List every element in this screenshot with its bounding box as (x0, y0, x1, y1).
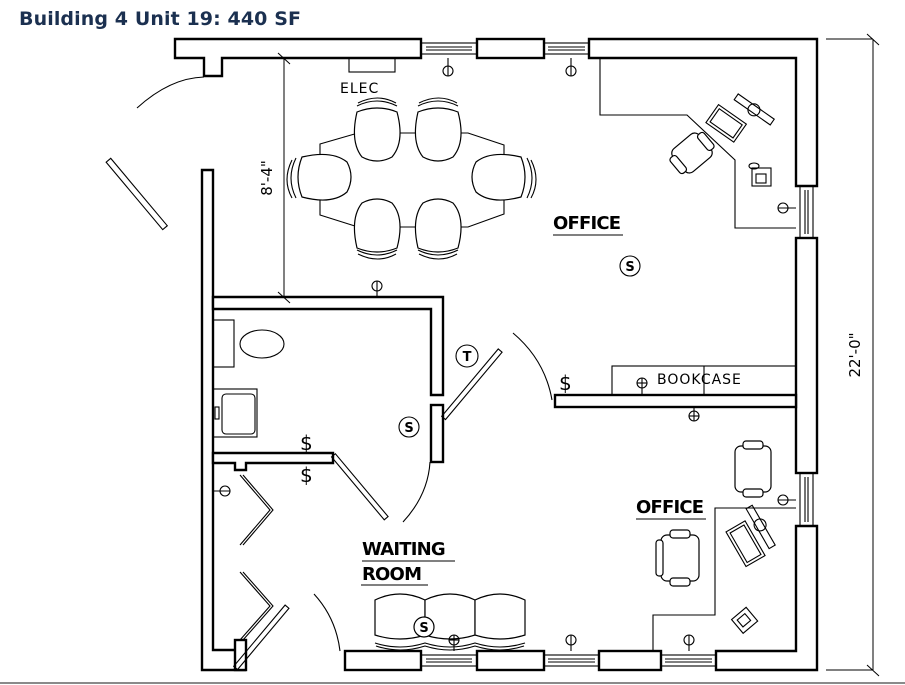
l-desk-southeast (652, 440, 796, 651)
door-icon (440, 332, 553, 421)
dim-22-0: 22'-0" (846, 332, 864, 377)
dim-8-4: 8'-4" (258, 160, 276, 196)
interior-walls (211, 295, 798, 472)
chair-icon (655, 529, 700, 587)
computer-icon (705, 93, 776, 143)
speaker-icon: S (413, 616, 435, 638)
door-icon (232, 593, 341, 671)
svg-text:S: S (625, 260, 634, 275)
window-icon (799, 472, 814, 527)
outlets (213, 58, 796, 651)
svg-text:S: S (404, 421, 413, 436)
outlet-icon (565, 58, 577, 77)
sink-icon (212, 388, 258, 438)
outlet-icon (442, 58, 454, 77)
restroom-fixtures (212, 319, 285, 438)
room-label-office-north: OFFICE (553, 213, 623, 236)
window-icon (660, 654, 717, 667)
chair-icon (669, 131, 715, 175)
dimension-lines: 8'-4" 22'-0" (258, 33, 880, 677)
bookcase: BOOKCASE (611, 365, 797, 396)
toilet-icon (239, 329, 285, 359)
chair-icon (353, 198, 401, 260)
switch-icon: $ (559, 371, 572, 395)
thermostat-icon: T (455, 344, 479, 368)
outlet-icon (777, 202, 796, 214)
svg-text:OFFICE: OFFICE (636, 497, 703, 518)
chair-icon (414, 97, 462, 162)
window-icon (420, 42, 478, 55)
windows (420, 42, 814, 667)
svg-text:ROOM: ROOM (362, 564, 421, 585)
bottom-rule (0, 682, 905, 684)
elec-panel (348, 57, 396, 73)
outlet-icon (683, 634, 695, 651)
window-icon (543, 42, 590, 55)
l-desk-north (599, 58, 796, 229)
room-label-office-southeast: OFFICE (636, 497, 706, 520)
speaker-icon: S (619, 255, 641, 277)
elec-label: ELEC (340, 81, 379, 97)
outlet-icon (448, 634, 460, 651)
exterior-walls (173, 37, 819, 672)
outlet-icon (371, 280, 383, 297)
waiting-room-seating (374, 593, 526, 651)
closet-door-icon (239, 474, 274, 641)
svg-text:T: T (463, 350, 472, 365)
chair-icon (286, 153, 352, 201)
window-icon (799, 185, 814, 239)
door-icon (105, 76, 205, 231)
outlet-icon (213, 485, 231, 497)
outlet-icon (688, 407, 700, 422)
conference-table (286, 97, 537, 260)
phone-icon (730, 606, 759, 635)
window-icon (543, 654, 600, 667)
switch-icon: $ (300, 463, 313, 487)
phone-icon (748, 162, 772, 187)
chair-icon (734, 440, 772, 498)
outlet-icon (636, 377, 648, 395)
chair-icon (474, 593, 526, 640)
chair-icon (471, 153, 537, 201)
doors[interactable] (105, 76, 553, 671)
svg-text:OFFICE: OFFICE (553, 213, 620, 234)
outlet-icon (777, 494, 796, 506)
window-icon (420, 654, 478, 667)
room-label-waiting-room: WAITING ROOM (361, 539, 455, 586)
outlet-icon (565, 634, 577, 651)
svg-text:S: S (419, 621, 428, 636)
svg-text:WAITING: WAITING (362, 539, 445, 560)
switch-icon: $ (300, 431, 313, 455)
computer-icon (725, 504, 776, 568)
svg-text:BOOKCASE: BOOKCASE (657, 372, 742, 388)
chair-icon (353, 97, 401, 162)
toilet-tank (212, 319, 235, 368)
chair-icon (414, 198, 462, 260)
door-icon (330, 452, 431, 523)
plan-title: Building 4 Unit 19: 440 SF (19, 8, 302, 30)
speaker-icon: S (398, 416, 420, 438)
